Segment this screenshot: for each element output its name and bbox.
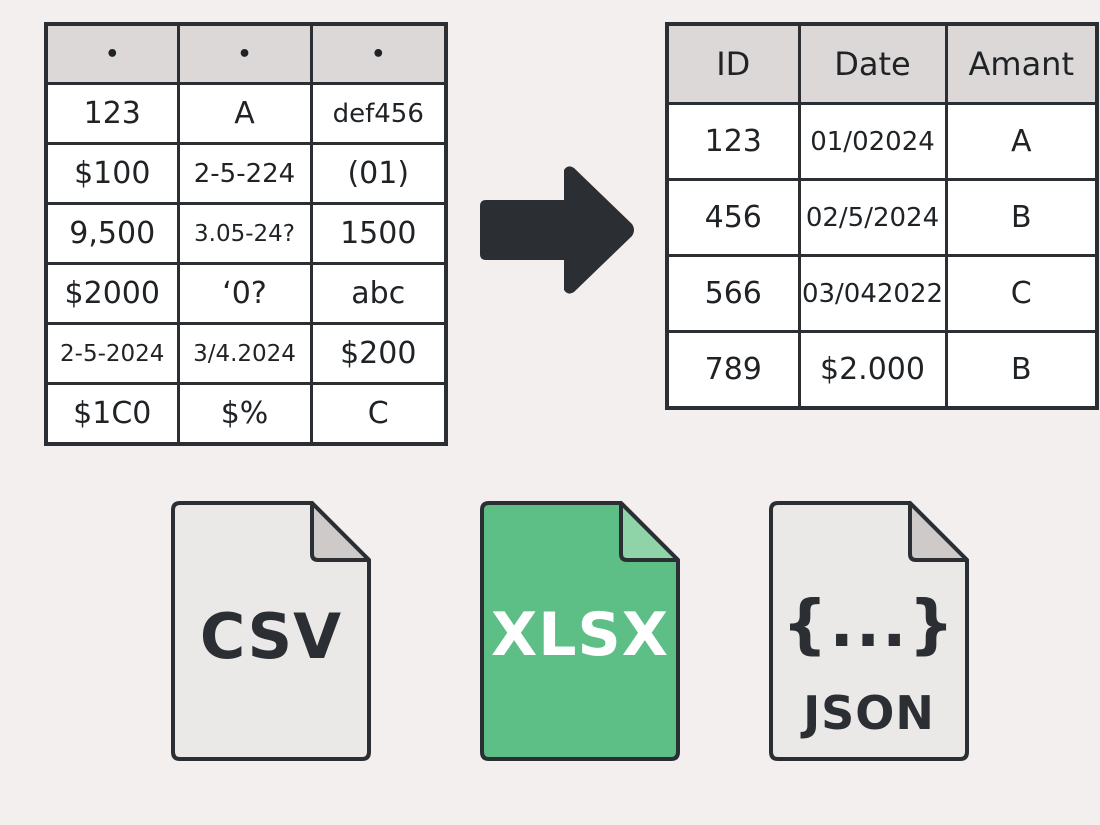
messy-row: 123 A def456 bbox=[44, 82, 448, 145]
messy-table: • • • 123 A def456 $100 2-5-224 (01) 9,5… bbox=[44, 22, 448, 446]
column-header-amount: Amant bbox=[944, 22, 1099, 105]
messy-cell: ‘0? bbox=[176, 262, 313, 325]
messy-cell: A bbox=[176, 82, 313, 145]
clean-cell-amount: C bbox=[944, 254, 1099, 333]
messy-row: 2-5-2024 3/4.2024 $200 bbox=[44, 322, 448, 385]
xlsx-file-icon: XLSX bbox=[479, 500, 681, 762]
messy-cell: $% bbox=[176, 382, 313, 446]
messy-cell: 9,500 bbox=[44, 202, 180, 265]
messy-cell: 2-5-2024 bbox=[44, 322, 180, 385]
column-header-date: Date bbox=[797, 22, 948, 105]
clean-cell-date: 01/02024 bbox=[797, 102, 948, 181]
clean-cell-amount: B bbox=[944, 330, 1099, 410]
messy-row: $2000 ‘0? abc bbox=[44, 262, 448, 325]
messy-cell: (01) bbox=[309, 142, 448, 205]
clean-table: ID Date Amant 123 01/02024 A 456 02/5/20… bbox=[665, 22, 1099, 410]
messy-header-row: • • • bbox=[44, 22, 448, 85]
clean-row: 789 $2.000 B bbox=[665, 330, 1099, 410]
clean-row: 566 03/042022 C bbox=[665, 254, 1099, 333]
csv-file-icon: CSV bbox=[170, 500, 372, 762]
messy-cell: C bbox=[309, 382, 448, 446]
json-label: JSON bbox=[803, 686, 935, 740]
messy-cell: 1500 bbox=[309, 202, 448, 265]
clean-cell-id: 566 bbox=[665, 254, 801, 333]
messy-cell: $200 bbox=[309, 322, 448, 385]
messy-cell: 2-5-224 bbox=[176, 142, 313, 205]
clean-cell-date: 03/042022 bbox=[797, 254, 948, 333]
right-arrow-icon bbox=[480, 166, 634, 294]
messy-header-cell: • bbox=[44, 22, 180, 85]
clean-cell-amount: A bbox=[944, 102, 1099, 181]
clean-cell-date: 02/5/2024 bbox=[797, 178, 948, 257]
json-braces: {...} bbox=[781, 588, 957, 662]
messy-row: $1C0 $% C bbox=[44, 382, 448, 446]
json-file-icon: {...} JSON bbox=[768, 500, 970, 762]
clean-header-row: ID Date Amant bbox=[665, 22, 1099, 105]
messy-cell: $2000 bbox=[44, 262, 180, 325]
clean-cell-amount: B bbox=[944, 178, 1099, 257]
messy-cell: abc bbox=[309, 262, 448, 325]
messy-row: $100 2-5-224 (01) bbox=[44, 142, 448, 205]
messy-cell: $1C0 bbox=[44, 382, 180, 446]
clean-cell-id: 789 bbox=[665, 330, 801, 410]
csv-label: CSV bbox=[199, 600, 343, 673]
messy-row: 9,500 3.05-24? 1500 bbox=[44, 202, 448, 265]
xlsx-label: XLSX bbox=[491, 600, 669, 670]
messy-header-cell: • bbox=[309, 22, 448, 85]
clean-cell-id: 123 bbox=[665, 102, 801, 181]
messy-cell: 123 bbox=[44, 82, 180, 145]
clean-row: 123 01/02024 A bbox=[665, 102, 1099, 181]
messy-cell: $100 bbox=[44, 142, 180, 205]
messy-header-cell: • bbox=[176, 22, 313, 85]
clean-cell-date: $2.000 bbox=[797, 330, 948, 410]
column-header-id: ID bbox=[665, 22, 801, 105]
messy-cell: 3.05-24? bbox=[176, 202, 313, 265]
clean-row: 456 02/5/2024 B bbox=[665, 178, 1099, 257]
messy-cell: 3/4.2024 bbox=[176, 322, 313, 385]
clean-cell-id: 456 bbox=[665, 178, 801, 257]
messy-cell: def456 bbox=[309, 82, 448, 145]
